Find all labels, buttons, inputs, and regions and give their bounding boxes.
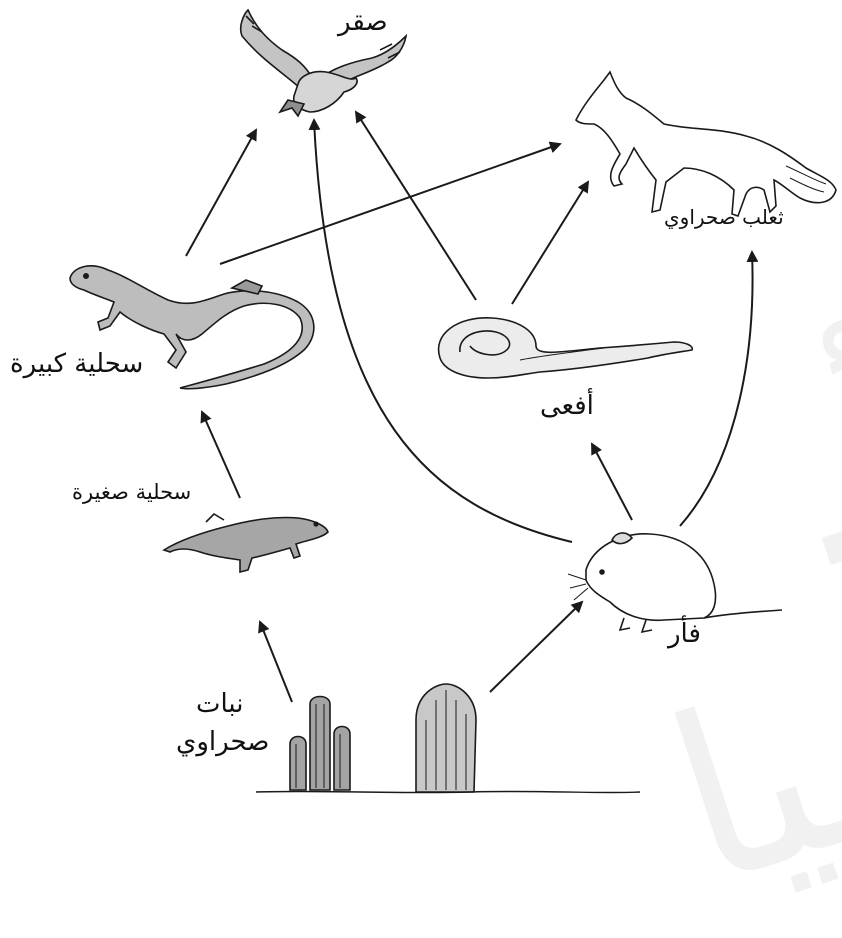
label-viper: أفعى [540,392,594,422]
arrow-large-lizard-to-fox [220,144,560,264]
arrow-plant-to-mouse [490,602,582,692]
arrow-plant-to-small-lizard [260,622,292,702]
cactus-right-illustration [416,684,476,792]
arrow-large-lizard-to-hawk [186,130,256,256]
cactus-left-illustration [290,697,350,791]
arrow-mouse-to-hawk [314,120,572,542]
fox-illustration [576,72,836,216]
small-lizard-illustration [164,514,328,572]
food-web-diagram: أ. هـيا [0,0,842,809]
arrow-viper-to-fox [512,182,588,304]
arrow-viper-to-hawk [356,112,476,300]
label-plant-line2: صحراوي [176,728,269,758]
label-hawk: صقر [338,8,388,38]
label-plant-line1: نبات [196,690,243,720]
arrow-small-lizard-to-large-lizard [202,412,240,498]
label-small-lizard: سحلية صغيرة [72,480,191,504]
label-fox: ثعلب صحراوي [664,206,784,229]
food-web-canvas [0,0,842,809]
arrow-mouse-to-viper [592,444,632,520]
label-large-lizard: سحلية كبيرة [10,350,143,380]
label-mouse: فأر [668,620,701,650]
viper-illustration [439,318,693,378]
arrow-mouse-to-fox [680,252,753,526]
mouse-illustration [568,533,782,632]
